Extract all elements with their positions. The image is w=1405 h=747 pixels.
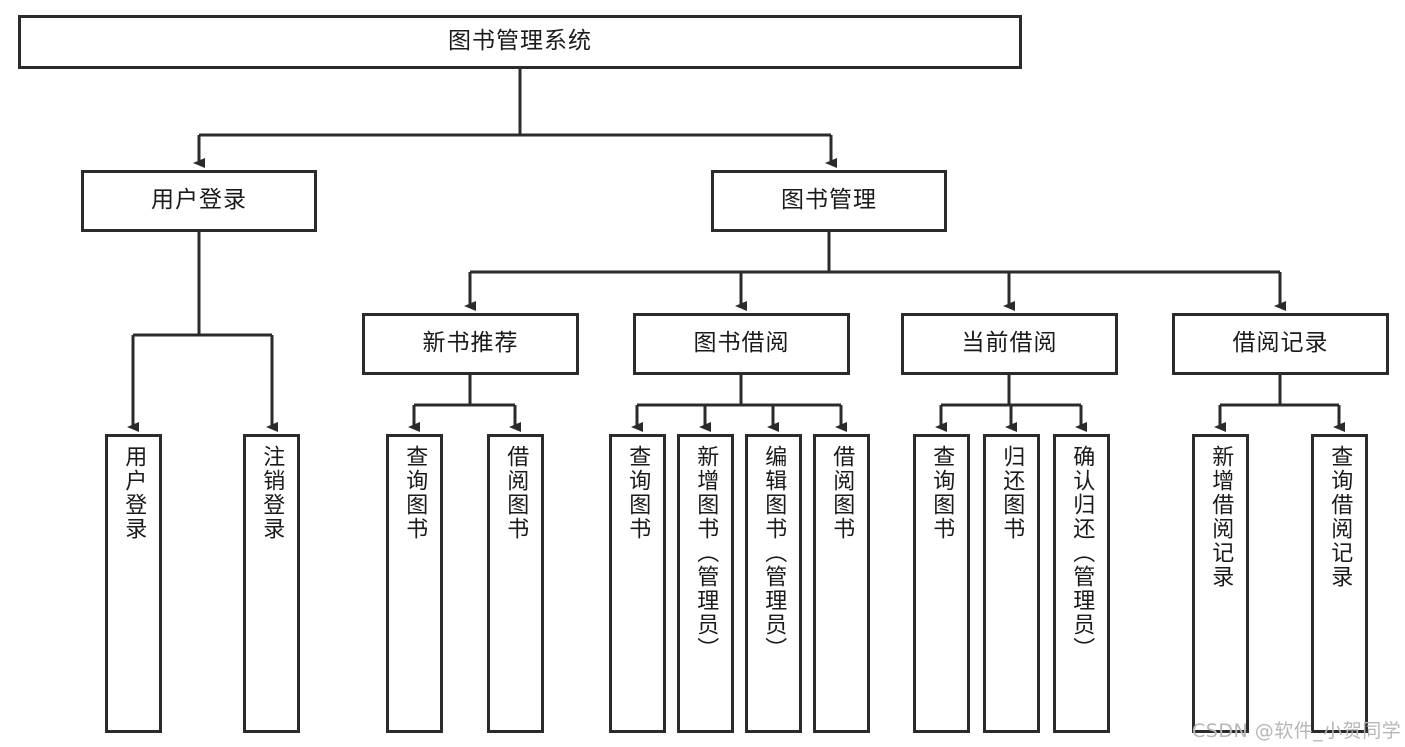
node-label: 用户登录 [151,187,247,214]
leaf-node-add-book-admin[interactable]: 新增图书（管理员） [677,434,734,733]
node-user-login[interactable]: 用户登录 [81,170,317,232]
leaf-node-label: 编辑图书（管理员） [761,445,787,661]
node-root-system[interactable]: 图书管理系统 [18,15,1022,69]
leaf-node-add-borrow-record[interactable]: 新增借阅记录 [1192,434,1249,733]
leaf-node-label: 归还图书 [999,445,1025,541]
leaf-node-label: 查询图书 [929,445,955,541]
leaf-node-user-login[interactable]: 用户登录 [105,434,162,733]
leaf-node-label: 查询借阅记录 [1327,445,1353,589]
leaf-node-label: 查询图书 [625,445,651,541]
leaf-node-borrow-book-2[interactable]: 借阅图书 [813,434,870,733]
leaf-node-query-book-2[interactable]: 查询图书 [609,434,666,733]
leaf-node-confirm-return-admin[interactable]: 确认归还（管理员） [1053,434,1110,733]
node-root-label: 图书管理系统 [448,28,592,55]
leaf-node-label: 用户登录 [121,445,147,541]
node-book-borrow[interactable]: 图书借阅 [633,313,850,375]
leaf-node-label: 借阅图书 [503,445,529,541]
leaf-node-label: 借阅图书 [829,445,855,541]
csdn-watermark: CSDN @软件_小贺同学 [1192,720,1402,742]
leaf-node-edit-book-admin[interactable]: 编辑图书（管理员） [745,434,802,733]
leaf-node-return-book[interactable]: 归还图书 [983,434,1040,733]
leaf-node-query-book-1[interactable]: 查询图书 [386,434,443,733]
leaf-node-query-borrow-record[interactable]: 查询借阅记录 [1311,434,1368,733]
node-label: 当前借阅 [961,330,1058,357]
leaf-node-label: 注销登录 [259,445,285,541]
leaf-node-label: 新增图书（管理员） [693,445,719,661]
node-current-borrow[interactable]: 当前借阅 [901,313,1118,375]
leaf-node-label: 查询图书 [402,445,428,541]
leaf-node-borrow-book-1[interactable]: 借阅图书 [487,434,544,733]
leaf-node-user-logout[interactable]: 注销登录 [243,434,300,733]
node-label: 借阅记录 [1232,330,1329,357]
node-label: 图书借阅 [693,330,790,357]
leaf-node-label: 确认归还（管理员） [1069,445,1095,661]
leaf-node-query-book-3[interactable]: 查询图书 [913,434,970,733]
node-book-manage[interactable]: 图书管理 [711,170,947,232]
node-borrow-record[interactable]: 借阅记录 [1172,313,1389,375]
node-label: 新书推荐 [422,330,519,357]
leaf-node-label: 新增借阅记录 [1208,445,1234,589]
node-label: 图书管理 [781,187,877,214]
node-new-book-recommend[interactable]: 新书推荐 [362,313,579,375]
